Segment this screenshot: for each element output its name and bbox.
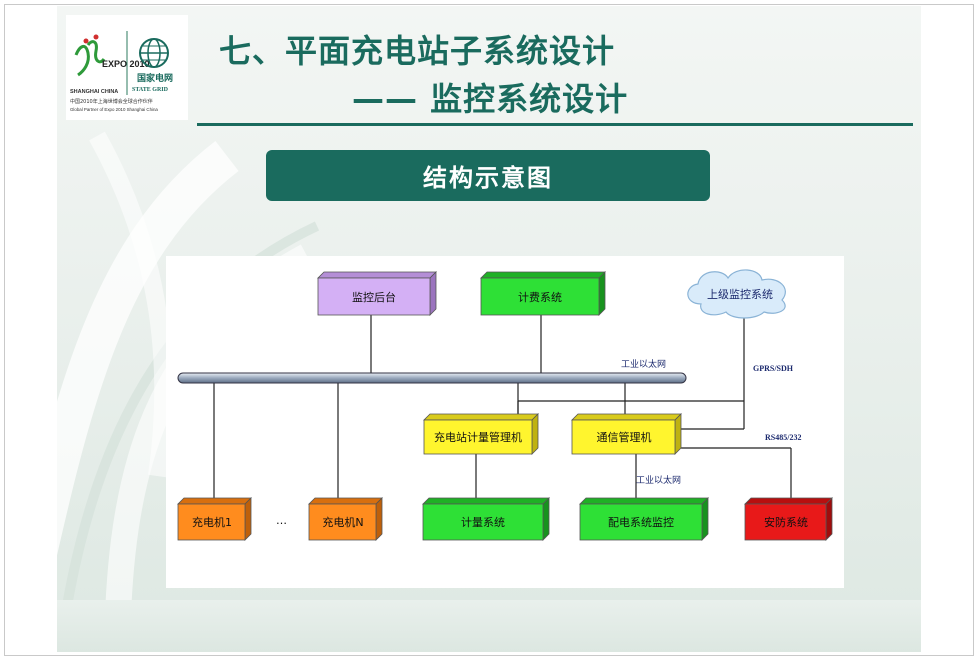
comm-manager-box: 通信管理机	[571, 413, 682, 455]
billing-label: 计费系统	[518, 291, 562, 304]
title-underline	[197, 123, 913, 126]
comm-manager-label: 通信管理机	[597, 430, 652, 444]
slide-title-line2: —— 监控系统设计	[352, 80, 629, 118]
charger-1-box: 充电机1	[177, 497, 252, 541]
security-box: 安防系统	[744, 497, 833, 541]
slide-title-line1: 七、平面充电站子系统设计	[219, 32, 616, 70]
charger-n-label: 充电机N	[322, 515, 363, 529]
security-label: 安防系统	[764, 515, 808, 529]
ethernet-bus-label: 工业以太网	[621, 358, 666, 370]
ethernet-lower-label: 工业以太网	[636, 474, 681, 486]
distribution-monitor-label: 配电系统监控	[608, 515, 674, 529]
diagram-canvas: 工业以太网 GPRS/SDH RS485/232 工业以太网 上级监控系统 监控…	[177, 269, 833, 541]
upper-monitor-label: 上级监控系统	[707, 287, 773, 301]
footer-band	[57, 600, 921, 652]
partner-en-text: Global Partner of Expo 2010 Shanghai Chi…	[70, 107, 158, 112]
expo-city-text: SHANGHAI CHINA	[70, 89, 118, 95]
partner-cn-text: 中国2010年上海世博会全球合作伙伴	[70, 98, 153, 105]
distribution-monitor-box: 配电系统监控	[579, 497, 709, 541]
monitor-backend-box: 监控后台	[317, 271, 437, 316]
station-meter-manager-box: 充电站计量管理机	[423, 413, 539, 455]
state-grid-en-text: STATE GRID	[132, 87, 169, 93]
connector-lines	[213, 314, 792, 498]
metering-box: 计量系统	[422, 497, 550, 541]
monitor-backend-label: 监控后台	[352, 290, 396, 304]
metering-label: 计量系统	[461, 516, 505, 529]
logo-panel: EXPO 2010 SHANGHAI CHINA 国家电网 STATE GRID…	[66, 15, 188, 120]
expo-state-grid-logo: EXPO 2010 SHANGHAI CHINA 国家电网 STATE GRID…	[70, 31, 173, 112]
rs485-label: RS485/232	[765, 433, 801, 442]
state-grid-cn-text: 国家电网	[137, 72, 173, 84]
expo-mark-text: EXPO 2010	[102, 59, 150, 69]
monitoring-structure-diagram: 工业以太网 GPRS/SDH RS485/232 工业以太网 上级监控系统 监控…	[166, 256, 844, 588]
ethernet-bus	[177, 372, 687, 384]
charger-1-label: 充电机1	[192, 515, 232, 529]
station-meter-manager-label: 充电站计量管理机	[434, 430, 522, 444]
charger-n-box: 充电机N	[308, 497, 383, 541]
upper-monitor-cloud: 上级监控系统	[687, 269, 786, 319]
billing-box: 计费系统	[480, 271, 606, 316]
charger-ellipsis: …	[276, 514, 287, 527]
section-banner: 结构示意图	[266, 150, 710, 201]
gprs-label: GPRS/SDH	[753, 364, 794, 373]
